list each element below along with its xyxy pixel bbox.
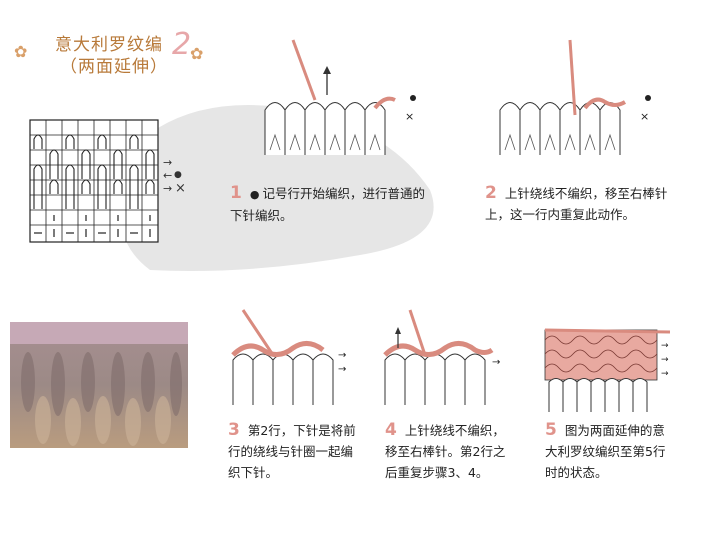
marker-dot-icon: ●: [249, 188, 260, 201]
arrow-right-icon: →: [163, 182, 173, 195]
step4-caption: 4 上针绕线不编织， 移至右棒针。第2行之 后重复步骤3、4。: [385, 420, 525, 483]
caption-text: 大利罗纹编织至第5行: [545, 444, 666, 459]
step-number: 2: [485, 183, 497, 203]
caption-text: 行的绕线与针圈一起编: [228, 444, 354, 459]
stitch-symbol-chart: [29, 119, 159, 243]
caption-text: 时的状态。: [545, 465, 608, 480]
caption-text: 第2行，下针是将前: [247, 423, 356, 438]
step3-diagram: → →: [231, 309, 346, 405]
caption-text: 移至右棒针。第2行之: [385, 444, 506, 459]
svg-text:×: ×: [405, 110, 414, 123]
step-number: 3: [228, 420, 240, 440]
caption-text: 上针绕线不编织，: [404, 423, 505, 438]
caption-text: 织下针。: [228, 465, 279, 480]
flower-icon-right: ✿: [190, 44, 204, 63]
flower-icon-left: ✿: [14, 42, 28, 61]
step3-caption: 3 第2行，下针是将前 行的绕线与针圈一起编 织下针。: [228, 420, 368, 483]
caption-text: 下针编织。: [230, 208, 293, 223]
caption-text: 上，这一行内重复此动作。: [485, 207, 636, 222]
cross-marker-icon: ×: [175, 181, 186, 196]
arrow-right-icon: →: [163, 156, 173, 169]
svg-text:→: →: [338, 364, 346, 375]
caption-text: 后重复步骤3、4。: [385, 465, 489, 480]
step1-caption: 1 ●记号行开始编织，进行普通的 下针编织。: [230, 183, 445, 226]
page-title: 意大利罗纹编: [55, 35, 163, 55]
caption-text: 上针绕线不编织，移至右棒针: [504, 186, 668, 201]
step1-diagram: ×: [264, 39, 416, 155]
caption-text: 记号行开始编织，进行普通的: [262, 186, 425, 201]
step4-diagram: →: [383, 309, 500, 405]
step-number: 4: [385, 420, 397, 440]
step-number: 5: [545, 420, 557, 440]
section-number: 2: [172, 27, 192, 62]
step5-diagram: → → →: [544, 328, 671, 412]
svg-text:→: →: [661, 355, 669, 365]
arrow-left-icon: ←: [163, 169, 173, 182]
step2-caption: 2 上针绕线不编织，移至右棒针 上，这一行内重复此动作。: [485, 183, 695, 225]
marker-dot-icon: ●: [174, 170, 182, 180]
step-number: 1: [230, 183, 242, 203]
knit-swatch-photo: [10, 322, 188, 448]
svg-text:→: →: [492, 357, 500, 368]
caption-text: 图为两面延伸的意: [564, 423, 665, 438]
step5-caption: 5 图为两面延伸的意 大利罗纹编织至第5行 时的状态。: [545, 420, 695, 483]
page-subtitle: （两面延伸）: [60, 57, 168, 77]
svg-text:×: ×: [640, 110, 649, 123]
svg-text:→: →: [338, 350, 346, 361]
step2-diagram: ×: [499, 39, 651, 155]
svg-text:→: →: [661, 341, 669, 351]
svg-text:→: →: [661, 369, 669, 379]
